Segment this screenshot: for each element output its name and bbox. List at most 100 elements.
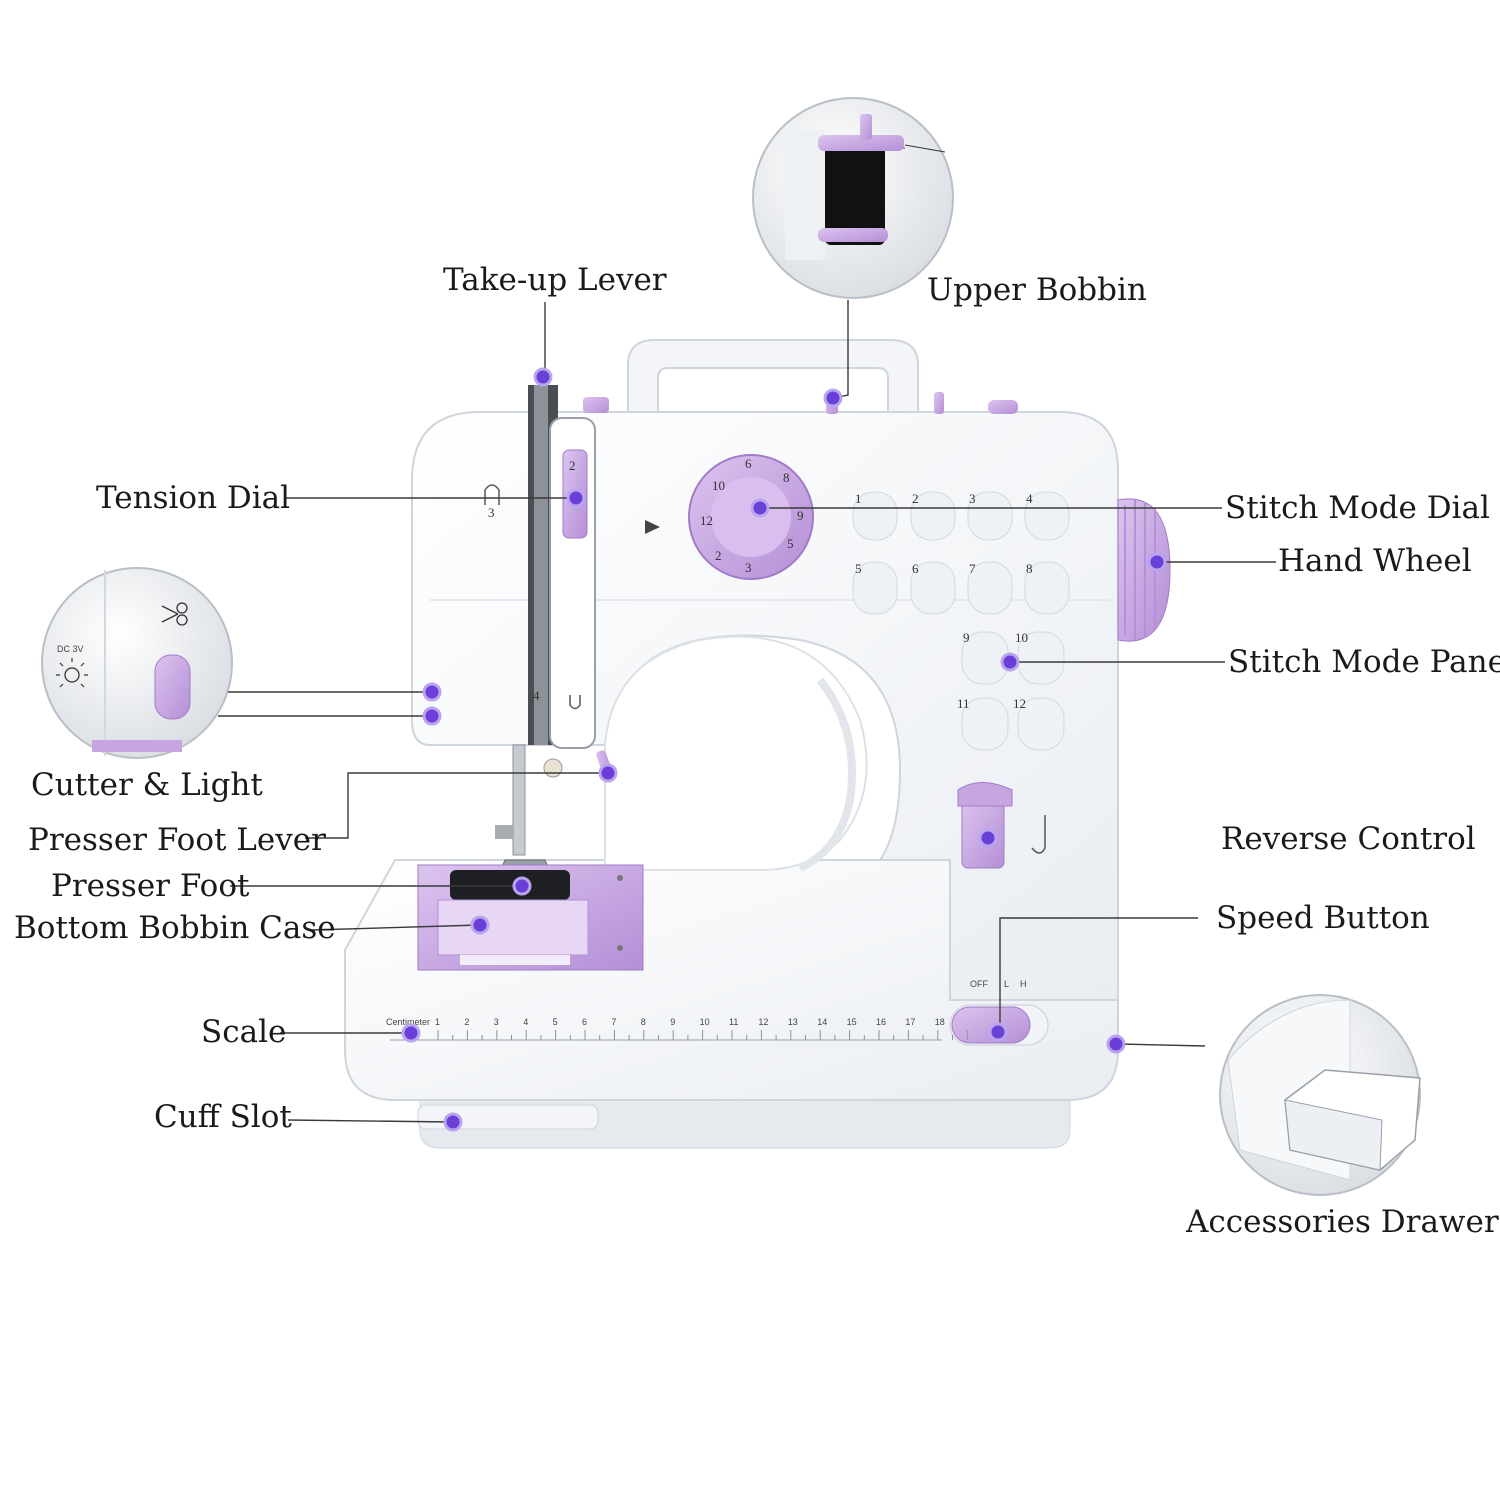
scissors-icon bbox=[161, 602, 188, 626]
stitch-mode-dial-marker bbox=[750, 498, 770, 518]
speed-high-label: H bbox=[1020, 979, 1027, 989]
tension-dial-label: Tension Dial bbox=[96, 480, 290, 516]
tension-number: 2 bbox=[569, 458, 576, 473]
ruler-tick-label: 2 bbox=[464, 1017, 469, 1027]
cutter-light-inset: DC 3V bbox=[41, 567, 233, 759]
ruler-tick-label: 14 bbox=[817, 1017, 827, 1027]
stitch-button: 11 bbox=[957, 696, 1009, 751]
ruler-unit-label: Centimeter bbox=[386, 1017, 430, 1027]
ruler-tick-label: 16 bbox=[876, 1017, 886, 1027]
stitch-button: 8 bbox=[1024, 561, 1070, 615]
svg-text:7: 7 bbox=[969, 561, 976, 576]
ruler-tick-label: 10 bbox=[700, 1017, 710, 1027]
dial-number: 10 bbox=[712, 478, 725, 493]
ruler-tick-label: 15 bbox=[847, 1017, 857, 1027]
dial-number: 9 bbox=[797, 508, 804, 523]
dial-number: 12 bbox=[700, 513, 713, 528]
presser-foot-lever-label: Presser Foot Lever bbox=[28, 822, 326, 858]
cutter-light-label: Cutter & Light bbox=[31, 767, 263, 803]
stitch-button: 2 bbox=[910, 491, 956, 541]
ruler-tick-label: 5 bbox=[553, 1017, 558, 1027]
accessories-drawer-marker bbox=[1106, 1034, 1126, 1054]
dial-number: 3 bbox=[745, 560, 752, 575]
cuff-slot-marker bbox=[443, 1112, 463, 1132]
reverse-control-label: Reverse Control bbox=[1221, 821, 1476, 857]
ruler-tick-label: 3 bbox=[494, 1017, 499, 1027]
svg-text:10: 10 bbox=[1015, 630, 1028, 645]
svg-text:8: 8 bbox=[1026, 561, 1033, 576]
marker-dots bbox=[401, 367, 1167, 1132]
light-icon bbox=[64, 667, 80, 683]
svg-text:2: 2 bbox=[912, 491, 919, 506]
hand-wheel-marker bbox=[1147, 552, 1167, 572]
leader-lines bbox=[218, 300, 1276, 1123]
stitch-button: 3 bbox=[967, 491, 1013, 541]
ruler-tick-label: 17 bbox=[905, 1017, 915, 1027]
ruler-tick-label: 7 bbox=[611, 1017, 616, 1027]
dial-number: 2 bbox=[715, 548, 722, 563]
ruler-tick-label: 13 bbox=[788, 1017, 798, 1027]
take-up-lever-label: Take-up Lever bbox=[443, 262, 667, 298]
speed-button-label: Speed Button bbox=[1216, 900, 1430, 936]
dial-number: 8 bbox=[783, 470, 790, 485]
stitch-mode-panel-label: Stitch Mode Panel bbox=[1228, 644, 1500, 680]
bottom-bobbin-case-label: Bottom Bobbin Case bbox=[14, 910, 336, 946]
bottom-bobbin-case-marker bbox=[470, 915, 490, 935]
tension-number: 4 bbox=[533, 688, 540, 703]
svg-text:5: 5 bbox=[855, 561, 862, 576]
scale-marker bbox=[401, 1023, 421, 1043]
speed-off-label: OFF bbox=[970, 979, 988, 989]
accessories-drawer-label: Accessories Drawer bbox=[1185, 1204, 1499, 1240]
ruler-tick-label: 6 bbox=[582, 1017, 587, 1027]
svg-text:4: 4 bbox=[1026, 491, 1033, 506]
light-marker bbox=[422, 706, 442, 726]
svg-text:1: 1 bbox=[855, 491, 862, 506]
svg-text:11: 11 bbox=[957, 696, 970, 711]
carry-handle bbox=[627, 339, 919, 413]
upper-bobbin-marker bbox=[823, 388, 843, 408]
stitch-mode-dial: 6 8 9 5 3 2 12 10 bbox=[688, 454, 814, 580]
stitch-button: 10 bbox=[1015, 630, 1065, 685]
stitch-button: 5 bbox=[852, 561, 898, 615]
take-up-lever-marker bbox=[533, 367, 553, 387]
ruler-tick-label: 11 bbox=[729, 1017, 738, 1027]
tension-number: 3 bbox=[488, 505, 495, 520]
presser-foot-label: Presser Foot bbox=[51, 868, 250, 904]
svg-text:3: 3 bbox=[969, 491, 976, 506]
svg-text:9: 9 bbox=[963, 630, 970, 645]
stitch-button: 12 bbox=[1013, 696, 1065, 751]
ruler-tick-label: 18 bbox=[935, 1017, 945, 1027]
upper-bobbin-label: Upper Bobbin bbox=[927, 272, 1147, 308]
presser-foot-marker bbox=[512, 876, 532, 896]
ruler-tick-label: 8 bbox=[641, 1017, 646, 1027]
tension-dial-marker bbox=[566, 488, 586, 508]
hand-wheel-label: Hand Wheel bbox=[1278, 543, 1472, 579]
ruler-tick-label: 1 bbox=[435, 1017, 440, 1027]
stitch-button: 6 bbox=[910, 561, 956, 615]
dial-number: 6 bbox=[745, 456, 752, 471]
dial-number: 5 bbox=[787, 536, 794, 551]
upper-bobbin-inset bbox=[752, 97, 954, 299]
stitch-mode-panel: 1 2 3 4 5 6 7 8 9 10 11 12 bbox=[852, 491, 1070, 751]
cuff-slot bbox=[417, 1104, 599, 1130]
speed-low-label: L bbox=[1004, 979, 1009, 989]
svg-text:6: 6 bbox=[912, 561, 919, 576]
stitch-button: 1 bbox=[852, 491, 898, 541]
presser-foot-lever-marker bbox=[598, 763, 618, 783]
stitch-button: 7 bbox=[967, 561, 1013, 615]
scale-label: Scale bbox=[201, 1014, 286, 1050]
cutter-marker bbox=[422, 682, 442, 702]
ruler-tick-label: 4 bbox=[523, 1017, 528, 1027]
reverse-control-marker bbox=[978, 828, 998, 848]
stitch-button: 4 bbox=[1024, 491, 1070, 541]
stitch-mode-dial-label: Stitch Mode Dial bbox=[1225, 490, 1490, 526]
speed-button-marker bbox=[988, 1022, 1008, 1042]
callout-labels: Take-up Lever Upper Bobbin Tension Dial … bbox=[14, 262, 1500, 1240]
ruler-tick-label: 9 bbox=[670, 1017, 675, 1027]
stitch-button: 9 bbox=[961, 630, 1009, 685]
power-label: DC 3V bbox=[57, 644, 84, 654]
stitch-mode-panel-marker bbox=[1000, 652, 1020, 672]
